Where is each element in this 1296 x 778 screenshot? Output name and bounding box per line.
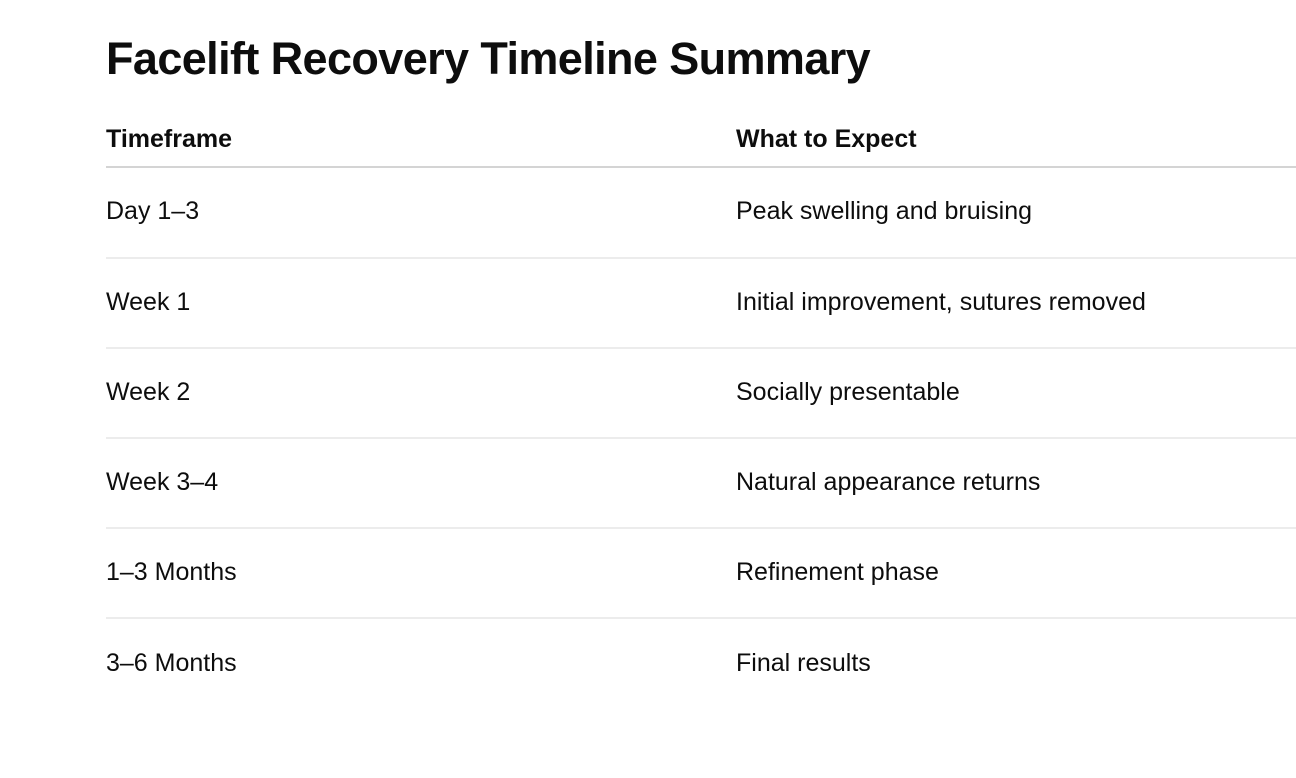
expectation-cell: Natural appearance returns	[736, 467, 1041, 496]
table-row: 3–6 Months Final results	[106, 619, 1296, 709]
timeframe-cell: 3–6 Months	[106, 648, 237, 677]
expectation-cell: Socially presentable	[736, 377, 960, 406]
table-row: Week 1 Initial improvement, sutures remo…	[106, 259, 1296, 349]
column-header-timeframe: Timeframe	[106, 124, 232, 153]
timeframe-cell: Week 2	[106, 377, 191, 406]
expectation-cell: Final results	[736, 648, 871, 677]
table-row: Day 1–3 Peak swelling and bruising	[106, 168, 1296, 259]
recovery-timeline-table: Timeframe What to Expect Day 1–3 Peak sw…	[106, 110, 1296, 709]
table-body: Day 1–3 Peak swelling and bruising Week …	[106, 168, 1296, 709]
table-row: 1–3 Months Refinement phase	[106, 529, 1296, 619]
expectation-cell: Peak swelling and bruising	[736, 197, 1033, 225]
timeframe-cell: 1–3 Months	[106, 557, 237, 586]
timeframe-cell: Week 3–4	[106, 467, 219, 496]
expectation-cell: Refinement phase	[736, 557, 939, 586]
page-title: Facelift Recovery Timeline Summary	[106, 33, 871, 84]
table-row: Week 3–4 Natural appearance returns	[106, 439, 1296, 529]
table-row: Week 2 Socially presentable	[106, 349, 1296, 439]
timeframe-cell: Day 1–3	[106, 197, 200, 225]
timeframe-cell: Week 1	[106, 287, 191, 316]
column-header-what-to-expect: What to Expect	[736, 124, 917, 153]
expectation-cell: Initial improvement, sutures removed	[736, 287, 1146, 316]
table-header-row: Timeframe What to Expect	[106, 110, 1296, 168]
